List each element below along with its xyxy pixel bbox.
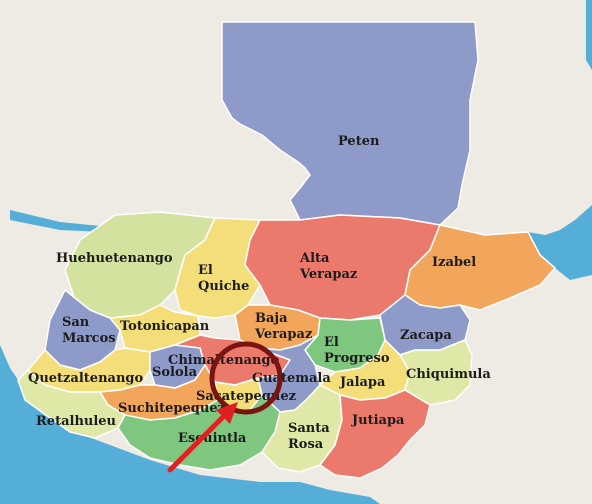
label-chimaltenango: Chimaltenango [168,353,280,368]
label-jutiapa: Jutiapa [351,413,405,428]
dept-chiquimula[interactable] [399,339,473,406]
label-totonicapan: Totonicapan [120,319,210,334]
dept-izabel[interactable] [404,224,556,311]
label-guatemala: Guatemala [252,371,331,386]
departments [17,21,556,479]
label-peten: Peten [338,134,380,149]
water-caribbean-sea [528,205,592,280]
label-chiquimula: Chiquimula [406,367,491,382]
highlight-marker [167,341,283,473]
dept-peten[interactable] [221,21,479,226]
label-zacapa: Zacapa [400,328,452,343]
label-izabel: Izabel [432,255,476,270]
label-quetzaltenango: Quetzaltenango [28,371,143,386]
water-gulf-top [586,0,592,70]
label-escuintla: Escuintla [178,431,247,446]
label-retalhuleu: Retalhuleu [36,414,116,429]
label-suchitepequez: Suchitepequez [118,401,225,416]
highlight-circle [209,341,283,415]
dept-jutiapa[interactable] [319,389,431,479]
label-jalapa: Jalapa [339,375,386,390]
label-huehuetenango: Huehuetenango [56,251,173,266]
arrow-icon [167,402,238,473]
water-pacific-ocean [0,345,380,504]
water-river [10,210,104,232]
label-solola: Solola [152,365,198,380]
